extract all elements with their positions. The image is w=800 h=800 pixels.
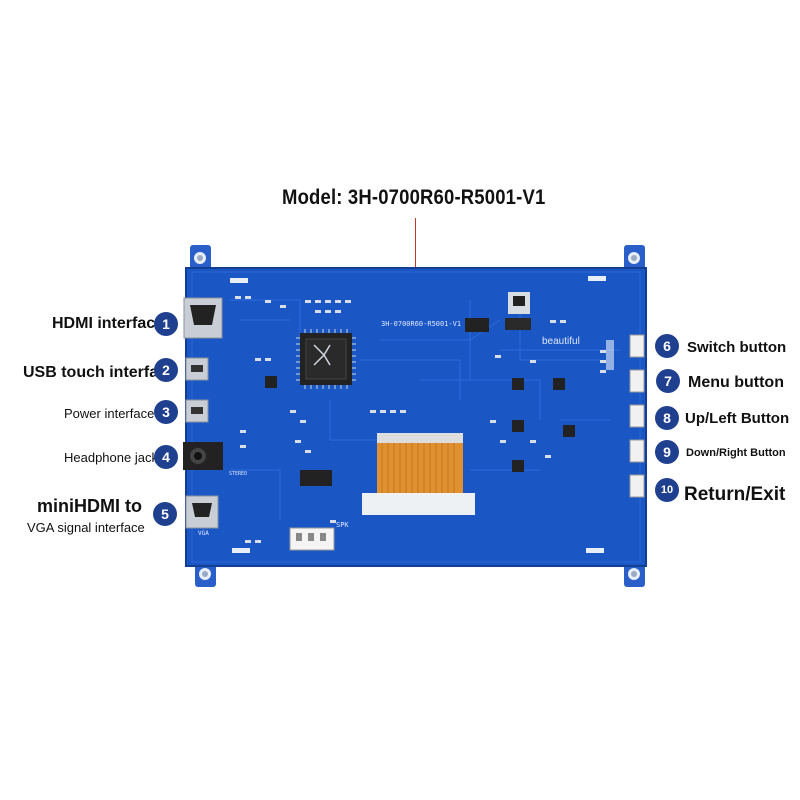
toggle-switch [505, 292, 531, 330]
slot-marker [230, 278, 248, 283]
board-body [185, 267, 647, 567]
callout-number-4: 4 [154, 445, 178, 469]
silkscreen-stereo: STEREO [229, 471, 248, 477]
callout-number-1: 1 [154, 312, 178, 336]
speaker-connector [289, 527, 335, 551]
headphone-jack-port [183, 442, 223, 470]
callout-number-10: 10 [655, 478, 679, 502]
mounting-hole-bottom-right [624, 562, 645, 587]
callout-label-switch: Switch button [687, 339, 787, 356]
hdmi-port [183, 297, 223, 339]
callout-number-3: 3 [154, 400, 178, 424]
silkscreen-vga: VGA [198, 530, 209, 537]
callout-label-up-left: Up/Left Button [685, 410, 790, 427]
callout-number-7: 7 [656, 369, 680, 393]
minihdmi-port [185, 495, 219, 529]
silkscreen-spk: SPK [336, 521, 349, 529]
callout-label-minihdmi-line1: miniHDMI to [37, 496, 142, 516]
callout-number-8: 8 [655, 406, 679, 430]
right-side-buttons [606, 334, 645, 498]
mounting-hole-bottom-left [195, 562, 216, 587]
callout-label-headphone: Headphone jack [64, 450, 158, 465]
callout-number-2: 2 [154, 358, 178, 382]
callout-label-down-right: Down/Right Button [686, 447, 786, 459]
callout-label-usb-touch: USB touch interface [23, 364, 176, 381]
slot-marker [586, 548, 604, 553]
fpc-connector [362, 433, 475, 515]
callout-label-minihdmi-line2: VGA signal interface [27, 520, 145, 535]
slot-marker [588, 276, 606, 281]
mounting-hole-top-right [624, 245, 645, 270]
callout-label-menu: Menu button [688, 374, 784, 391]
callout-number-5: 5 [153, 502, 177, 526]
mounting-hole-top-left [190, 245, 211, 270]
callout-label-power: Power interface [64, 406, 155, 421]
silkscreen-model-code: 3H-0700R60-R5001-V1 [381, 320, 462, 328]
callout-number-9: 9 [655, 440, 679, 464]
callout-label-hdmi: HDMI interface [52, 315, 165, 332]
silkscreen-brand: beautiful [542, 336, 580, 347]
slot-marker [232, 548, 250, 553]
smd-components [235, 296, 606, 543]
callout-number-6: 6 [655, 334, 679, 358]
main-chip [296, 329, 356, 389]
callout-label-return-exit: Return/Exit [684, 484, 786, 505]
small-ics [265, 318, 575, 486]
model-title: Model: 3H-0700R60-R5001-V1 [282, 186, 546, 209]
